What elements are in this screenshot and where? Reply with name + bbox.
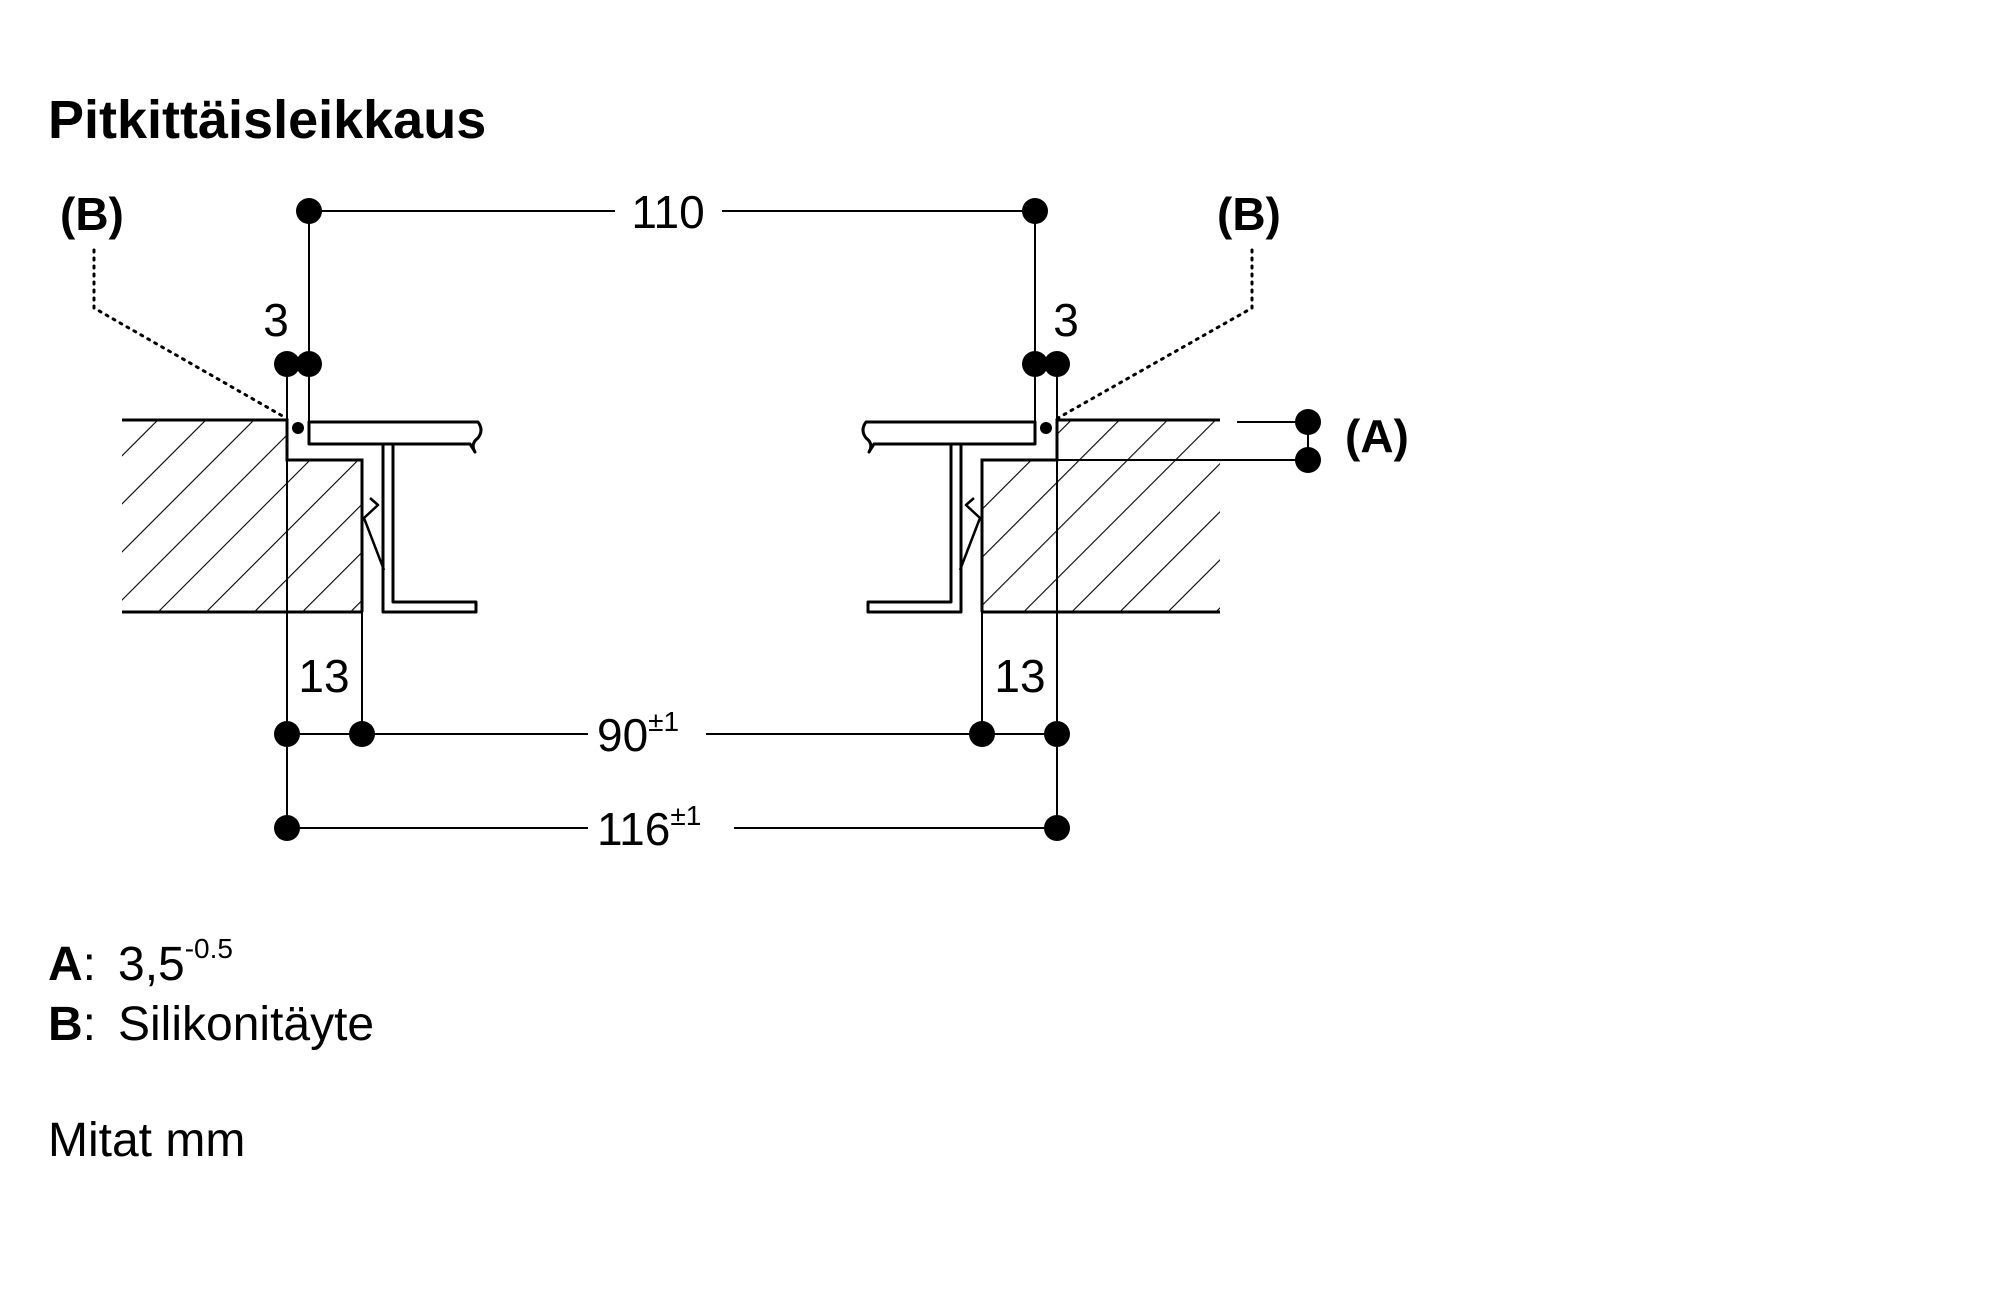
extension-lines <box>286 460 1058 828</box>
dim-3-left-label: 3 <box>263 294 289 346</box>
dim-13-left-label: 13 <box>298 650 349 702</box>
silicone-dot-right <box>1040 422 1052 434</box>
dim-3-right-a <box>1022 351 1048 377</box>
dim-116-b <box>1044 815 1070 841</box>
dimension-110 <box>308 210 1036 364</box>
leader-b-left <box>92 248 288 420</box>
dim-3-right-label: 3 <box>1053 294 1079 346</box>
dim-90-b <box>349 721 375 747</box>
dim-90-label: 90±1 <box>597 706 679 761</box>
legend: A:3,5-0.5 B:Silikonitäyte Mitat mm <box>48 933 374 1167</box>
dim-90-c <box>969 721 995 747</box>
dim-116-a <box>274 815 300 841</box>
dim-90-a <box>274 721 300 747</box>
units-note: Mitat mm <box>48 1114 245 1167</box>
dim-a-top <box>1295 409 1321 435</box>
countertop-right <box>980 418 1220 614</box>
label-a: (A) <box>1345 410 1409 462</box>
legend-b: B:Silikonitäyte <box>48 998 374 1051</box>
label-b-right: (B) <box>1217 188 1281 240</box>
leader-b-right <box>1056 248 1254 420</box>
dim-90-d <box>1044 721 1070 747</box>
dim-110-end-left <box>296 198 322 224</box>
diagram-title: Pitkittäisleikkaus <box>48 90 486 150</box>
dim-13-right-label: 13 <box>994 650 1045 702</box>
dim-3-left-a <box>274 351 300 377</box>
dim-116-label: 116±1 <box>597 800 701 855</box>
dim-110-label: 110 <box>631 186 704 238</box>
countertop-left <box>122 418 364 614</box>
dim-3-right-b <box>1044 351 1070 377</box>
dim-110-end-right <box>1022 198 1048 224</box>
dim-3-left-b <box>296 351 322 377</box>
appliance-profile-right <box>861 420 1037 614</box>
appliance-profile-left <box>307 420 483 614</box>
silicone-dot-left <box>292 422 304 434</box>
label-b-left: (B) <box>60 188 124 240</box>
dim-a-bottom <box>1295 447 1321 473</box>
legend-a: A:3,5-0.5 <box>48 933 233 991</box>
